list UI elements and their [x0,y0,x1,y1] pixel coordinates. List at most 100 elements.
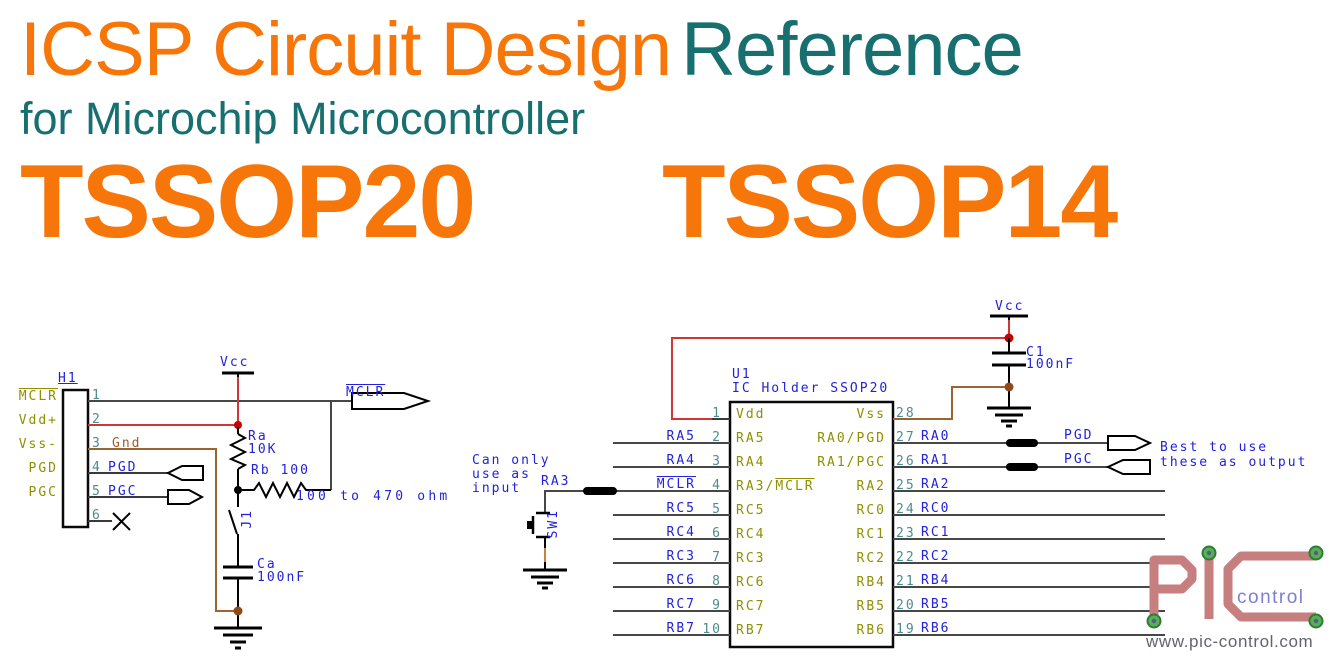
pgd-series-bead-icon [1006,439,1038,447]
net-label-rc0: RC0 [921,501,951,516]
mclr-net-label: MCLR [346,385,386,400]
u1-pin-number-7: 7 [712,550,722,565]
switch-j1-symbol [228,509,239,567]
u1-pin-name-ra3-mclr: RA3/MCLR [736,480,815,494]
u1-pin-name-rc4: RC4 [736,527,766,542]
h1-pin-name-pgd: PGD [28,461,58,476]
u1-ic-box [728,400,895,649]
u1-pin-number-5: 5 [712,502,722,517]
note-input-line2: use as [472,467,531,482]
net-label-mclr: MCLR [656,477,696,492]
h1-pin-number-4: 4 [92,460,102,475]
u1-pin-name-ra0-pgd: RA0/PGD [817,431,886,446]
pgc-output-arrow-icon [167,489,205,505]
u1-pin-name-rb4: RB4 [856,575,886,590]
h1-pin-name-pgc: PGC [28,485,58,500]
capacitor-c1-symbol [992,338,1026,407]
pgc-net-label: PGC [108,484,138,499]
vcc-label-left: Vcc [220,355,250,370]
u1-pin-name-rb5: RB5 [856,599,886,614]
pgd-out-label: PGD [1064,428,1094,443]
u1-pin-name-rc3: RC3 [736,551,766,566]
h1-pin-number-6: 6 [92,508,102,523]
pgc-series-bead-icon [1006,463,1038,471]
net-label-ra5: RA5 [666,429,696,444]
logo-word: control [1237,587,1305,608]
u1-pin-name-rb6: RB6 [856,623,886,638]
u1-pin-number-28: 28 [896,406,916,421]
net-label-ra4: RA4 [666,453,696,468]
h1-pin-name-vss: Vss- [18,437,58,452]
net-label-rb6: RB6 [921,621,951,636]
u1-pin-number-25: 25 [896,478,916,493]
u1-pin-name-vdd: Vdd [736,407,766,422]
h1-pin-name-vdd: Vdd+ [18,413,58,428]
u1-pin-name-ra2: RA2 [856,479,886,494]
title-main: ICSP Circuit Design [20,7,672,92]
u1-pin-number-6: 6 [712,526,722,541]
logo-letter-p [1149,555,1197,617]
logo-vias [1146,545,1324,629]
h1-pin-number-3: 3 [92,436,102,451]
ra-value-label: 10K [248,442,278,457]
net-label-rc1: RC1 [921,525,951,540]
net-label-rb5: RB5 [921,597,951,612]
net-label-rc5: RC5 [666,501,696,516]
u1-ref-label: U1 [732,367,752,382]
gnd-net-label: Gnd [112,436,142,451]
ca-value-label: 100nF [257,570,307,585]
package-label-tssop14: TSSOP14 [662,144,1118,260]
mclr-output-arrow-icon [351,392,432,410]
u1-pin-number-23: 23 [896,526,916,541]
u1-pin-number-26: 26 [896,454,916,469]
u1-pin-name-rc1: RC1 [856,527,886,542]
u1-pin-number-8: 8 [712,574,722,589]
vcc-label-right: Vcc [995,299,1025,314]
c1-value-label: 100nF [1026,357,1076,372]
u1-pin-name-ra3-ov: MCLR [775,479,815,494]
no-connect-x-icon [112,512,131,531]
u1-pin-name-ra1-pgc: RA1/PGC [817,455,886,470]
u1-pin-number-10: 10 [702,622,722,637]
pgc-in-arrow-icon [1105,459,1151,475]
sw1-ref-label: SW1 [546,509,561,539]
title-accent: Reference [681,7,1024,92]
note-output-line2: these as output [1160,455,1308,470]
net-label-rc2: RC2 [921,549,951,564]
ground-symbol-c1 [987,406,1031,428]
u1-pin-name-ra4: RA4 [736,455,766,470]
vss-brown-wire [893,386,1005,420]
pic-logo [1149,551,1316,622]
pgd-out-arrow-icon [1107,435,1153,451]
pgd-input-arrow-icon [165,465,204,481]
u1-pin-number-27: 27 [896,430,916,445]
mclr-series-bead-icon [583,487,617,495]
h1-connector-symbol [61,388,90,529]
u1-pin-number-21: 21 [896,574,916,589]
ground-symbol-left [214,626,262,650]
u1-pin-number-1: 1 [712,406,722,421]
logo-url: www.pic-control.com [1146,632,1314,651]
h1-pin-number-2: 2 [92,412,102,427]
junction-dot-brown-left [233,606,243,616]
h1-wires [88,400,352,612]
pgd-net-label: PGD [108,460,138,475]
u1-pin-number-24: 24 [896,502,916,517]
net-label-rb7: RB7 [666,621,696,636]
net-label-rc3: RC3 [666,549,696,564]
j1-ref-label: J1 [240,509,255,529]
h1-pin-name-mclr: MCLR [18,389,58,404]
ca-ref-label: Ca [257,557,277,572]
net-label-rc6: RC6 [666,573,696,588]
ra3-net-label: RA3 [541,474,571,489]
ground-symbol-sw1 [523,568,567,590]
u1-pin-number-9: 9 [712,598,722,613]
rb-note-label: 100 to 470 ohm [296,489,451,504]
note-output-line1: Best to use [1160,440,1269,455]
ra-ref-label: Ra [248,429,268,444]
u1-pin-number-3: 3 [712,454,722,469]
h1-ref-label: H1 [58,371,78,386]
pgc-out-label: PGC [1064,452,1094,467]
